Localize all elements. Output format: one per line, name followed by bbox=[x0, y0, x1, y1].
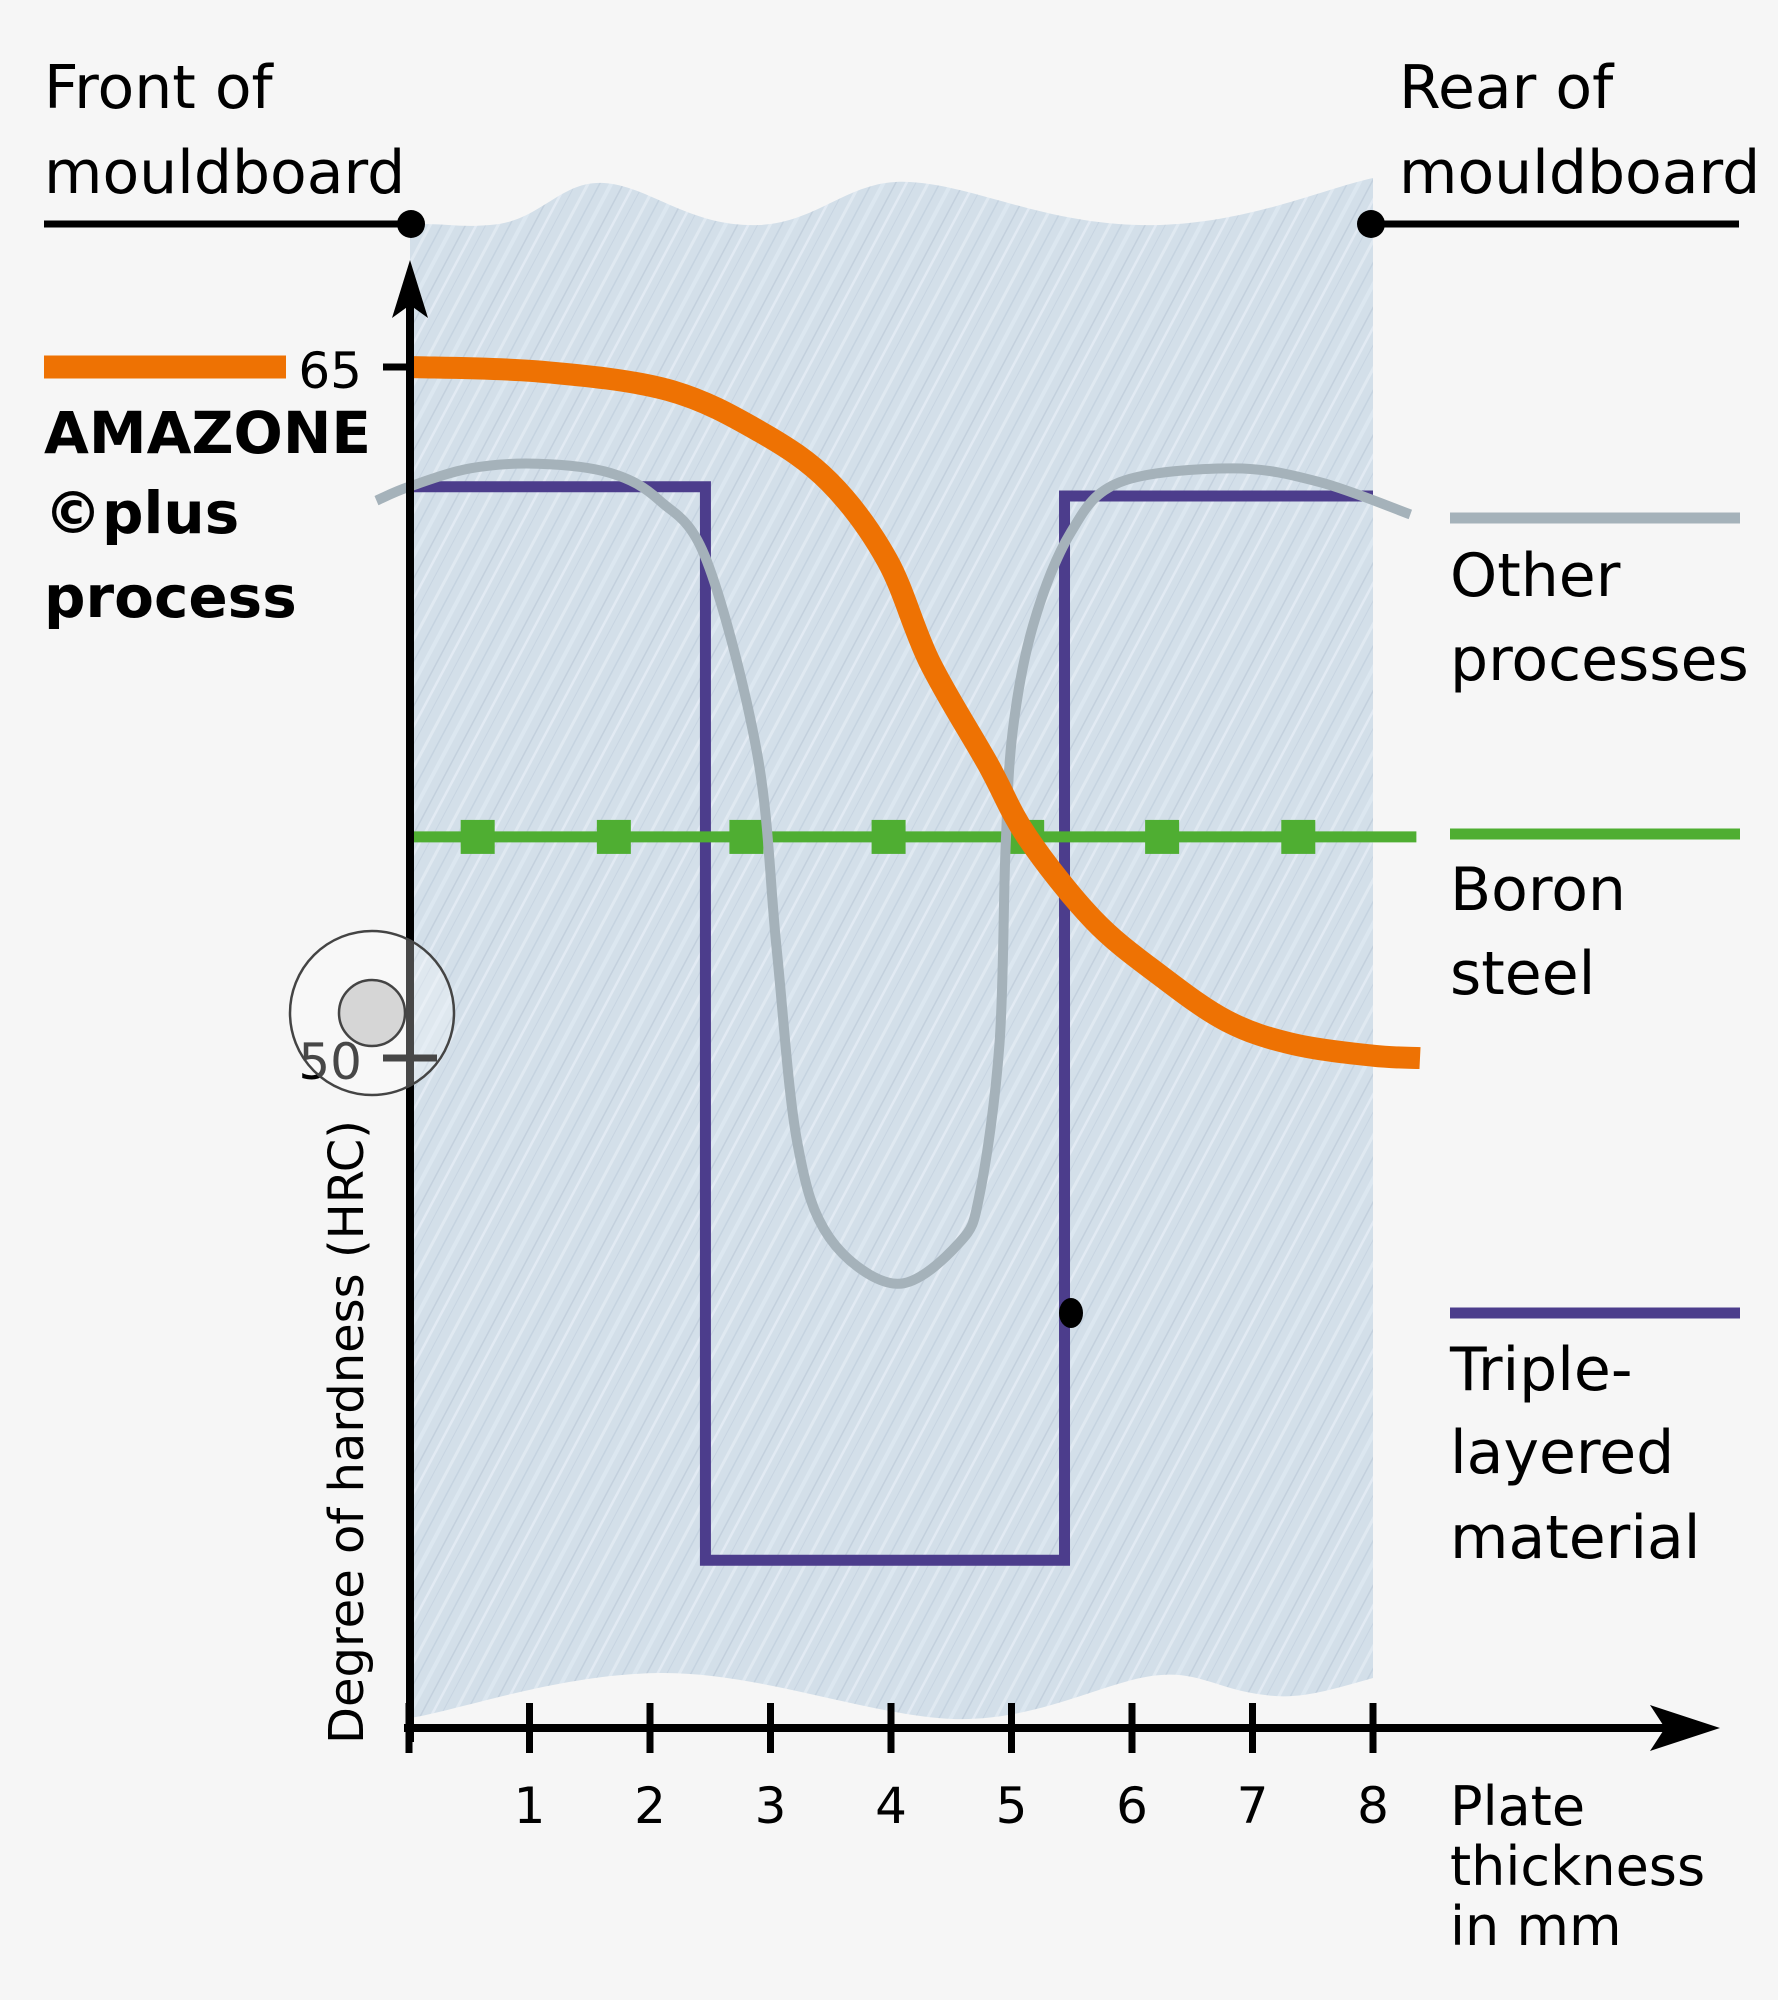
legend-label-triple-1: Triple- bbox=[1449, 1335, 1633, 1405]
cursor-overlay bbox=[288, 929, 456, 1097]
triple-callout-dot bbox=[1059, 1298, 1083, 1328]
legend-label-boron-2: steel bbox=[1450, 939, 1595, 1009]
x-tick-label-8: 8 bbox=[1357, 1777, 1389, 1835]
boron-marker-6 bbox=[1145, 819, 1180, 854]
x-tick-label-6: 6 bbox=[1116, 1777, 1148, 1835]
boron-marker-3 bbox=[729, 819, 764, 854]
series-line-other-processes bbox=[374, 458, 1413, 1289]
y-tick-label-50: 50 bbox=[298, 1033, 362, 1091]
legend-label-amazone-1: AMAZONE bbox=[44, 399, 371, 467]
x-tick-label-3: 3 bbox=[755, 1777, 787, 1835]
legend-label-other-2: processes bbox=[1450, 625, 1749, 695]
rear-label-line-2: mouldboard bbox=[1399, 138, 1760, 208]
rear-label-line-1: Rear of bbox=[1399, 53, 1615, 123]
legend-label-triple-2: layered bbox=[1450, 1418, 1674, 1488]
x-tick-label-4: 4 bbox=[875, 1777, 907, 1835]
x-axis-label-line-1: Plate bbox=[1450, 1775, 1585, 1838]
x-tick-label-2: 2 bbox=[634, 1777, 666, 1835]
series-line-amazone-plus-process bbox=[408, 356, 1421, 1070]
y-axis-arrow-icon bbox=[392, 260, 428, 318]
front-label-line-2: mouldboard bbox=[44, 138, 405, 208]
y-tick-label-65: 65 bbox=[298, 342, 362, 400]
legend-label-triple-3: material bbox=[1450, 1503, 1700, 1573]
rear-reference-dot bbox=[1357, 210, 1385, 238]
mouldboard-panel bbox=[410, 178, 1373, 1720]
legend-label-other-1: Other bbox=[1450, 541, 1621, 611]
x-tick-label-1: 1 bbox=[514, 1777, 546, 1835]
front-reference-dot bbox=[397, 210, 425, 238]
cursor-dot-icon bbox=[337, 978, 407, 1048]
boron-marker-4 bbox=[871, 819, 906, 854]
front-label-line-1: Front of bbox=[44, 53, 275, 123]
boron-marker-2 bbox=[596, 819, 631, 854]
legend-label-amazone-3: process bbox=[44, 563, 297, 631]
boron-marker-7 bbox=[1281, 819, 1316, 854]
series-line-triple-layered-material bbox=[409, 481, 1373, 1566]
x-tick-label-7: 7 bbox=[1237, 1777, 1269, 1835]
x-axis-label-line-3: in mm bbox=[1450, 1895, 1622, 1958]
y-axis-label: Degree of hardness (HRC) bbox=[319, 1120, 375, 1744]
x-axis-label-line-2: thickness bbox=[1450, 1835, 1705, 1898]
x-tick-label-5: 5 bbox=[996, 1777, 1028, 1835]
boron-marker-1 bbox=[460, 819, 495, 854]
legend-label-amazone-2: ©plus bbox=[44, 479, 239, 547]
legend-label-boron-1: Boron bbox=[1450, 855, 1626, 925]
x-axis-arrow-icon bbox=[1650, 1705, 1720, 1751]
